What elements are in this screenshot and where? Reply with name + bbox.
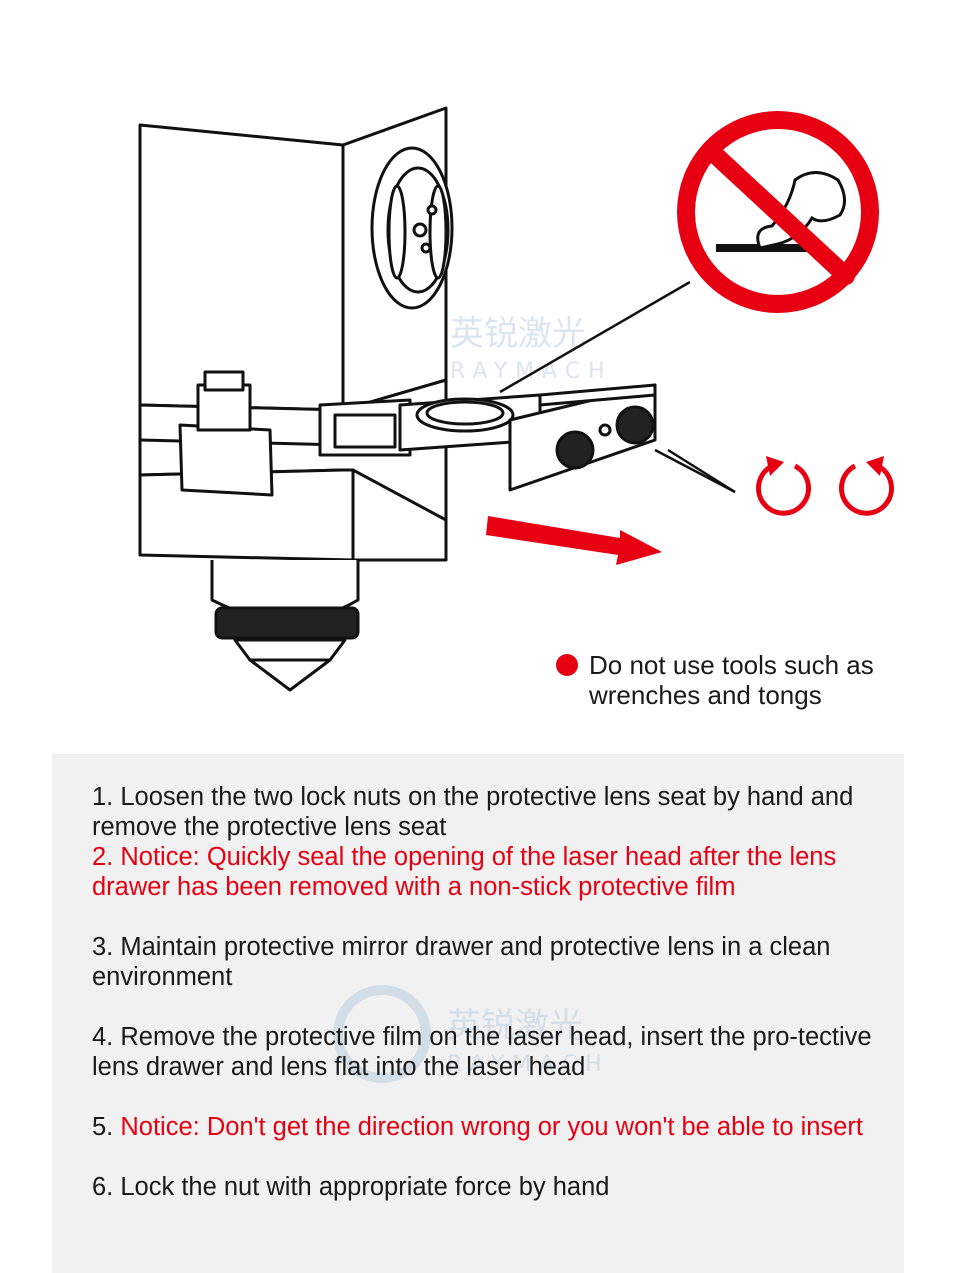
watermark-cn: 英锐激光 [450,314,586,354]
step-2: 2. Notice: Quickly seal the opening of t… [92,843,837,901]
rotate-ccw-icon [756,456,811,516]
svg-text:英锐激光: 英锐激光 [447,1006,583,1046]
step-6: 6. Lock the nut with appropriate force b… [92,1173,610,1201]
tool-warning-text: Do not use tools such as wrenches and to… [589,650,874,710]
step-3: 3. Maintain protective mirror drawer and… [92,933,831,991]
prohibition-sign-icon [677,111,879,313]
bullet-dot [556,654,578,676]
callout-lines [499,280,736,494]
steps-list: 1. Loosen the two lock nuts on the prote… [92,782,872,1202]
laser-head [138,106,657,692]
svg-text:RAYMACH: RAYMACH [447,1052,610,1077]
watermark-en: RAYMACH [450,359,613,384]
raymach-watermark-bottom: 英锐激光 RAYMACH [333,985,610,1083]
rotate-cw-icon [839,456,894,516]
step-4: 4. Remove the protective film on the las… [92,1023,872,1081]
instructions-panel: 英锐激光 RAYMACH 1. Loosen the two lock nuts… [52,754,904,1273]
laser-head-illustration: 英锐激光 RAYMACH [138,106,894,692]
step-1: 1. Loosen the two lock nuts on the prote… [92,783,854,841]
step-5: 5. Notice: Don't get the direction wrong… [92,1113,863,1141]
direction-arrow-icon [486,516,662,565]
tool-warning-note: Do not use tools such as wrenches and to… [556,650,936,710]
